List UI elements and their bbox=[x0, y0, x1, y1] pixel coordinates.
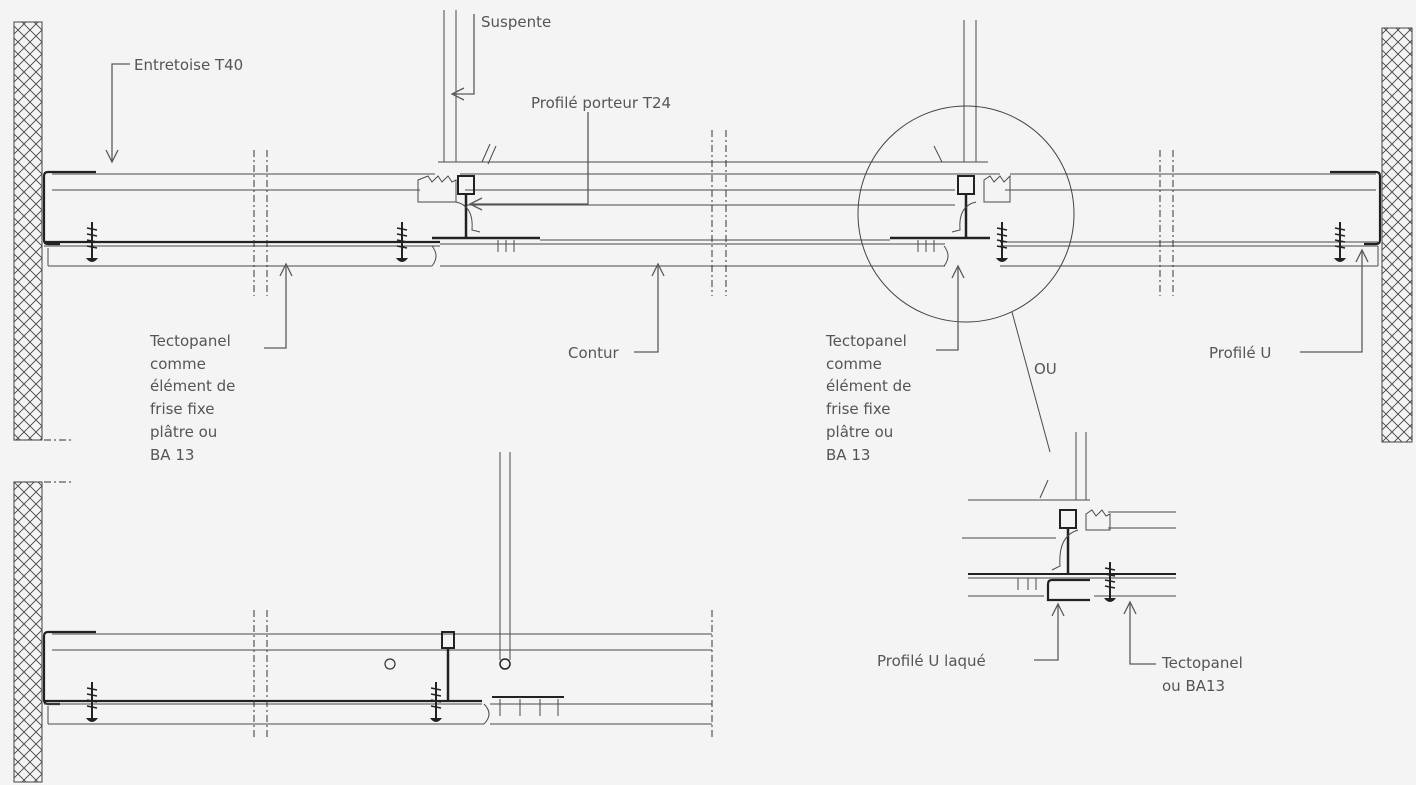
top-section bbox=[42, 10, 1382, 453]
wall-right bbox=[1381, 27, 1413, 443]
bottom-section bbox=[42, 452, 713, 740]
label-tectopanel-right: Tectopanel comme élément de frise fixe p… bbox=[825, 332, 911, 464]
svg-text:élément de: élément de bbox=[150, 377, 235, 395]
svg-text:comme: comme bbox=[826, 355, 882, 373]
break-marks-top bbox=[253, 130, 1174, 296]
svg-text:Tectopanel: Tectopanel bbox=[825, 332, 907, 350]
label-profile-u: Profilé U bbox=[1209, 344, 1271, 362]
detail-leader bbox=[1011, 311, 1051, 453]
svg-text:Tectopanel: Tectopanel bbox=[149, 332, 231, 350]
svg-text:BA 13: BA 13 bbox=[150, 446, 194, 464]
label-tectopanel-ba13: Tectopanel ou BA13 bbox=[1161, 654, 1243, 695]
label-suspente: Suspente bbox=[481, 13, 551, 31]
svg-text:plâtre ou: plâtre ou bbox=[150, 423, 217, 441]
leaders bbox=[105, 14, 1369, 665]
svg-text:élément de: élément de bbox=[826, 377, 911, 395]
label-entretoise-t40: Entretoise T40 bbox=[134, 56, 243, 74]
label-tectopanel-left: Tectopanel comme élément de frise fixe p… bbox=[149, 332, 235, 464]
label-profile-porteur-t24: Profilé porteur T24 bbox=[531, 94, 671, 112]
svg-text:Tectopanel: Tectopanel bbox=[1161, 654, 1243, 672]
detail-section bbox=[962, 432, 1176, 603]
wall-left-bottom bbox=[13, 481, 43, 783]
svg-text:ou BA13: ou BA13 bbox=[1162, 677, 1225, 695]
label-profile-u-laque: Profilé U laqué bbox=[877, 652, 986, 670]
svg-text:frise fixe: frise fixe bbox=[826, 400, 891, 418]
wall-left-top bbox=[13, 21, 43, 441]
label-ou: OU bbox=[1034, 360, 1057, 378]
svg-text:BA 13: BA 13 bbox=[826, 446, 870, 464]
svg-text:frise fixe: frise fixe bbox=[150, 400, 215, 418]
svg-text:plâtre ou: plâtre ou bbox=[826, 423, 893, 441]
label-contur: Contur bbox=[568, 344, 620, 362]
svg-text:comme: comme bbox=[150, 355, 206, 373]
